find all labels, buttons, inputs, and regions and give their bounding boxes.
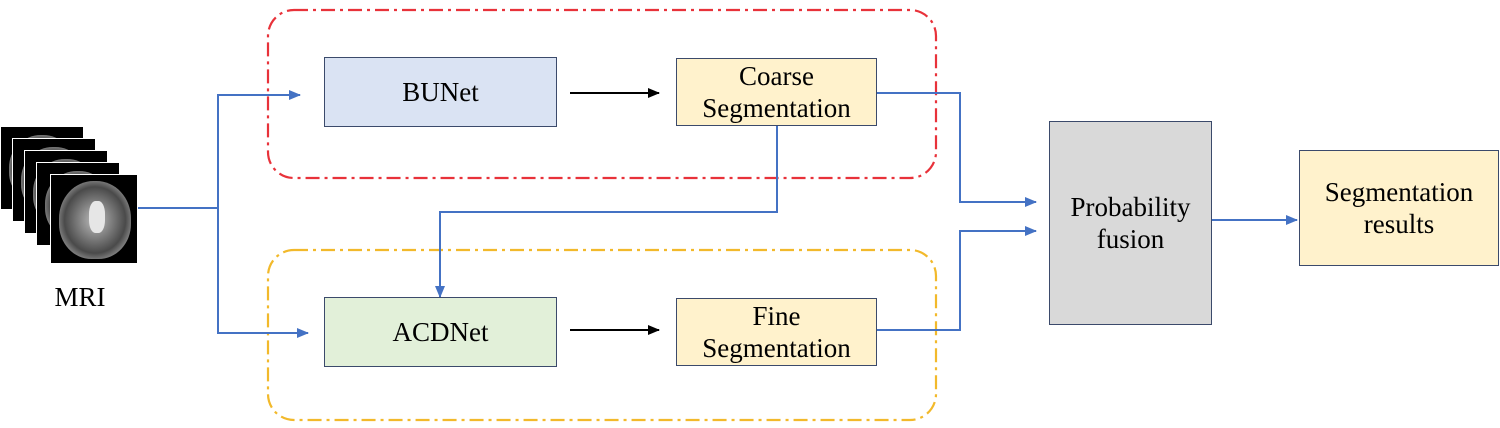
segmentation-results-node: Segmentation results bbox=[1299, 150, 1499, 266]
coarse-to-fusion-arrow bbox=[877, 92, 1037, 207]
fine-to-fusion-arrow bbox=[877, 226, 1037, 331]
probability-fusion-label: Probability fusion bbox=[1070, 192, 1191, 254]
acdnet-node: ACDNet bbox=[324, 297, 557, 367]
fine-stage-group bbox=[266, 248, 938, 422]
mri-slice-stack-icon bbox=[0, 126, 140, 266]
fine-segmentation-node: Fine Segmentation bbox=[676, 298, 877, 366]
coarse-to-acdnet-arrow bbox=[435, 126, 778, 298]
mri-to-acdnet-arrow bbox=[217, 208, 309, 338]
bunet-label: BUNet bbox=[402, 77, 479, 107]
acdnet-label: ACDNet bbox=[392, 317, 489, 347]
probability-fusion-node: Probability fusion bbox=[1049, 121, 1212, 325]
coarse-segmentation-label: Coarse Segmentation bbox=[702, 61, 851, 123]
mri-to-bunet-arrow bbox=[217, 90, 301, 208]
bunet-node: BUNet bbox=[324, 57, 557, 127]
fine-segmentation-label: Fine Segmentation bbox=[702, 301, 851, 363]
mri-slice bbox=[50, 174, 138, 264]
segmentation-results-label: Segmentation results bbox=[1324, 177, 1474, 239]
coarse-segmentation-node: Coarse Segmentation bbox=[676, 58, 877, 126]
mri-label: MRI bbox=[54, 282, 106, 312]
